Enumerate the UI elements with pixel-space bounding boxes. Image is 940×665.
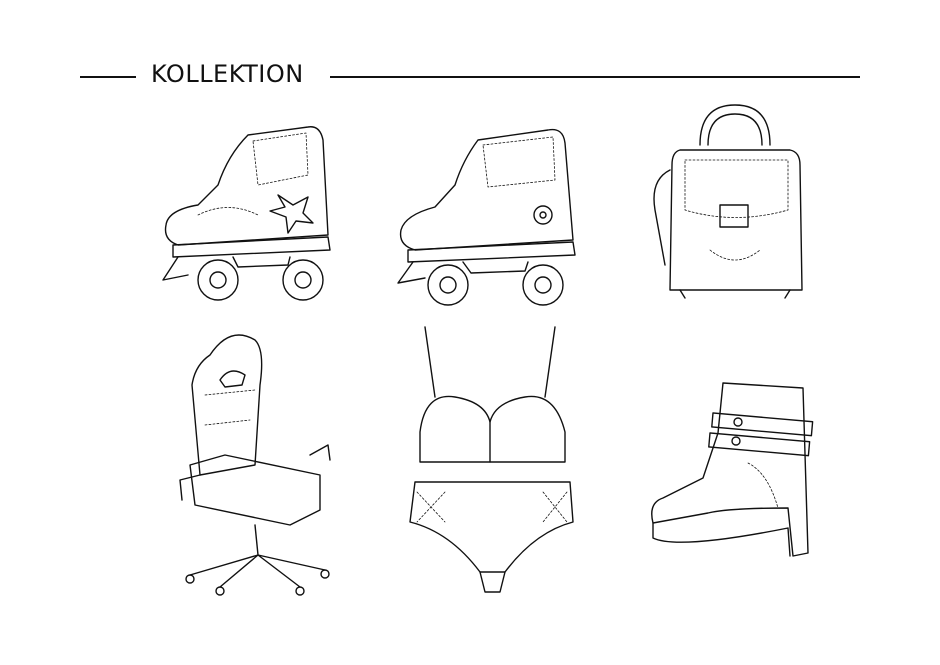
header-rule-right bbox=[330, 76, 860, 78]
roller-skate-flowers-sketch bbox=[397, 128, 576, 306]
lingerie-set-sketch bbox=[409, 326, 574, 593]
platform-ankle-boot-sketch bbox=[651, 382, 814, 557]
handbag-sketch bbox=[653, 104, 803, 299]
roller-skate-stars-sketch bbox=[162, 126, 331, 301]
page-title: KOLLEKTION bbox=[151, 60, 304, 88]
gaming-chair-sketch bbox=[179, 334, 331, 596]
header-rule-left bbox=[80, 76, 136, 78]
